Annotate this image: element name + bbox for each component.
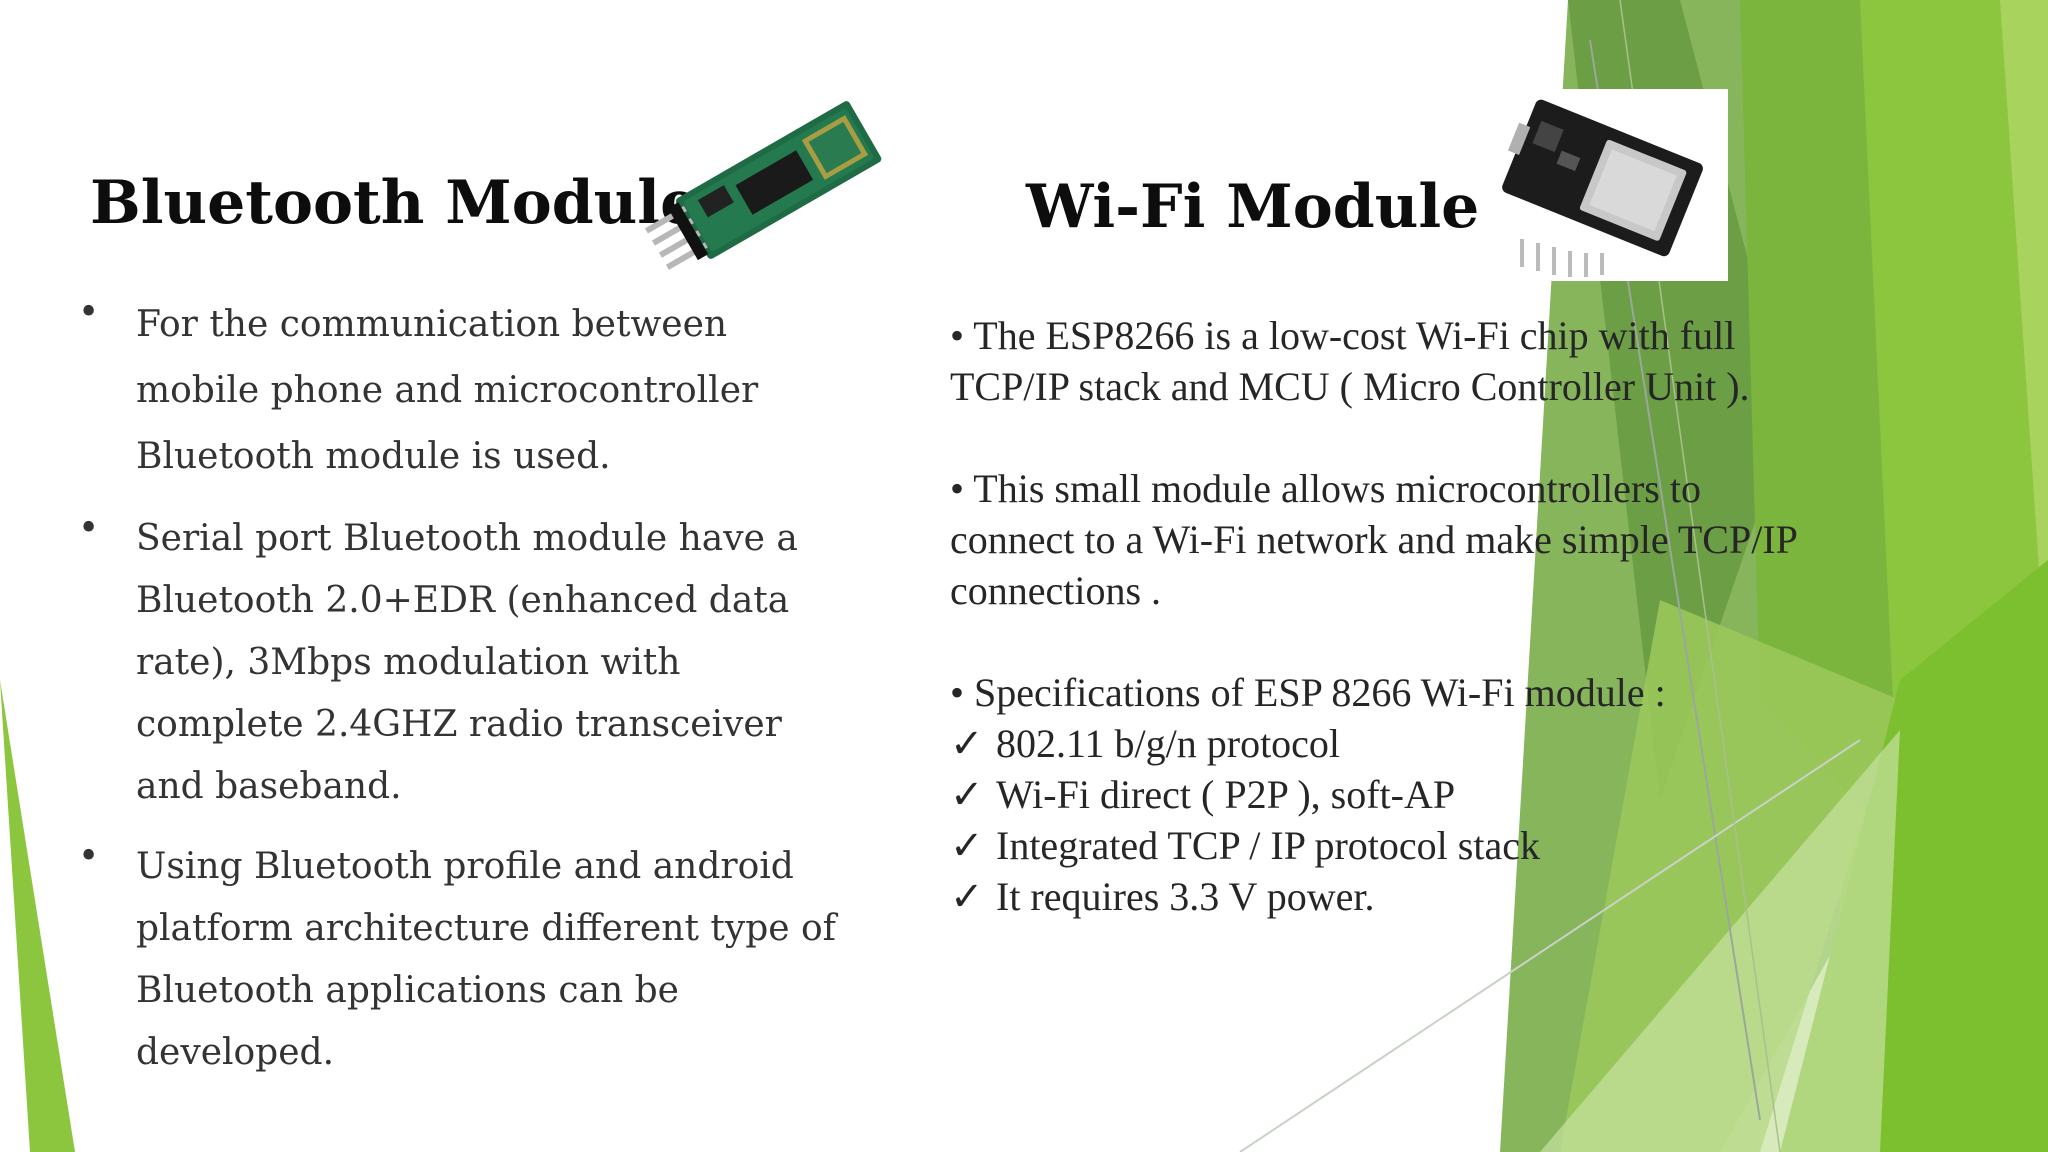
checkmark-icon: ✓ xyxy=(950,874,984,919)
list-item: ✓ It requires 3.3 V power. xyxy=(950,871,1810,922)
wifi-spec-list: ✓ 802.11 b/g/n protocol ✓ Wi-Fi direct ( P… xyxy=(950,718,1810,922)
wifi-paragraph: • This small module allows microcontroll… xyxy=(950,466,1797,613)
checkmark-icon: ✓ xyxy=(950,721,984,766)
wifi-spec-text: Integrated TCP / IP protocol stack xyxy=(996,823,1540,868)
list-item: ✓ Wi-Fi direct ( P2P ), soft-AP xyxy=(950,769,1810,820)
list-item: ✓ 802.11 b/g/n protocol xyxy=(950,718,1810,769)
bluetooth-bullet-list: • For the communication between mobile p… xyxy=(78,292,838,1102)
wifi-module-photo xyxy=(1480,89,1728,281)
bullet-glyph: • xyxy=(78,508,100,549)
list-item: ✓ Integrated TCP / IP protocol stack xyxy=(950,820,1810,871)
bluetooth-bullet-text: Using Bluetooth profile and android plat… xyxy=(136,846,836,1073)
wifi-title: Wi-Fi Module : xyxy=(1026,172,1523,242)
wifi-content: • The ESP8266 is a low-cost Wi-Fi chip w… xyxy=(950,310,1810,922)
wifi-spec-text: It requires 3.3 V power. xyxy=(996,874,1375,919)
wifi-paragraph: • The ESP8266 is a low-cost Wi-Fi chip w… xyxy=(950,313,1750,409)
checkmark-icon: ✓ xyxy=(950,772,984,817)
bluetooth-bullet-text: For the communication between mobile pho… xyxy=(136,304,759,477)
bullet-glyph: • xyxy=(78,292,100,333)
list-item: • Serial port Bluetooth module have a Bl… xyxy=(78,508,838,818)
checkmark-icon: ✓ xyxy=(950,823,984,868)
bluetooth-bullet-text: Serial port Bluetooth module have a Blue… xyxy=(136,518,798,807)
bluetooth-module-photo xyxy=(644,101,882,270)
list-item: • Using Bluetooth profile and android pl… xyxy=(78,836,838,1084)
wifi-spec-text: Wi-Fi direct ( P2P ), soft-AP xyxy=(996,772,1456,817)
wifi-spec-text: 802.11 b/g/n protocol xyxy=(996,721,1341,766)
bluetooth-title: Bluetooth Module xyxy=(90,168,699,238)
bullet-glyph: • xyxy=(78,836,100,877)
wifi-spec-heading: • Specifications of ESP 8266 Wi-Fi modul… xyxy=(950,670,1666,715)
list-item: • For the communication between mobile p… xyxy=(78,292,838,490)
